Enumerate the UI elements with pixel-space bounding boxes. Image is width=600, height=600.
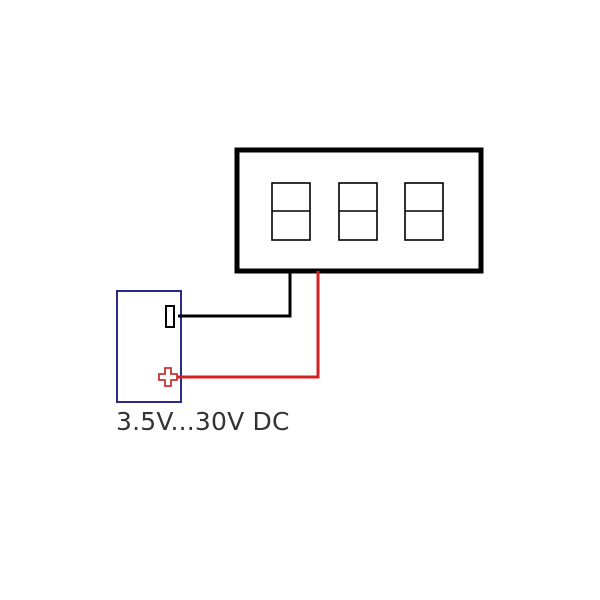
power-supply-box: [116, 290, 182, 403]
digit-3: [404, 182, 444, 241]
voltmeter-display-frame: [234, 147, 484, 274]
positive-wire: [177, 271, 320, 379]
supply-voltage-label: 3.5V...30V DC: [116, 407, 290, 436]
negative-terminal-icon: [165, 305, 175, 328]
seven-segment-digits: [271, 182, 444, 241]
digit-2: [338, 182, 378, 241]
digit-1: [271, 182, 311, 241]
negative-wire: [178, 271, 292, 318]
positive-terminal-icon: [158, 367, 178, 387]
